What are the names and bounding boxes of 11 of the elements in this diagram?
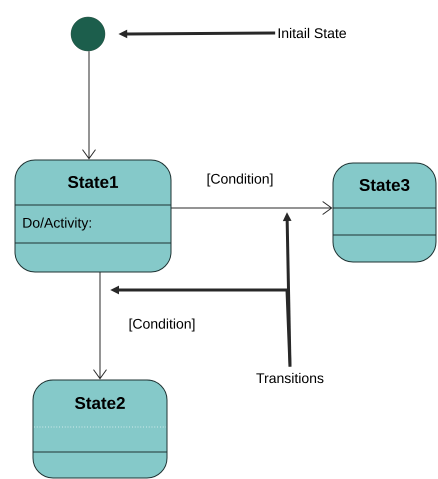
state-box: State3 xyxy=(332,162,436,262)
initial-state-dot xyxy=(70,16,106,52)
transition-arrow xyxy=(171,201,332,215)
state-box: State1 Do/Activity: xyxy=(14,160,172,272)
edge-label: [Condition] xyxy=(206,172,274,188)
state-box: State2 xyxy=(32,380,168,478)
transition-arrow xyxy=(82,50,96,160)
callout-label: Initail State xyxy=(278,28,346,38)
callout-label: Transitions xyxy=(256,372,324,384)
transition-arrow xyxy=(93,272,107,380)
edge-label: [Condition] xyxy=(128,317,196,333)
